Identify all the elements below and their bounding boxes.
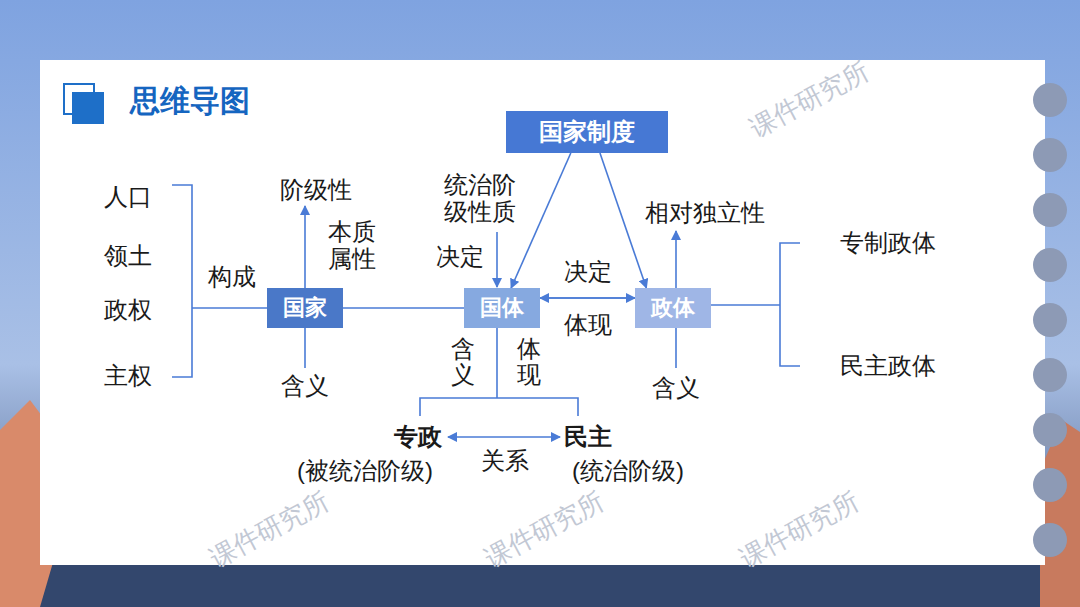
watermark: 课件研究所 — [736, 486, 865, 573]
annotation-label: (统治阶级) — [572, 457, 684, 485]
concept-box: 政体 — [635, 288, 711, 328]
edge-label: 体现 — [564, 311, 612, 339]
concept-box: 国家制度 — [506, 111, 668, 153]
arrow — [496, 232, 498, 287]
annotation-label: 民主政体 — [840, 352, 936, 380]
annotation-label: 专政 — [394, 423, 442, 451]
watermark: 课件研究所 — [481, 486, 610, 573]
bracket — [420, 398, 578, 416]
vertical-label: 含义 — [451, 336, 475, 389]
node-text: 国家 — [283, 295, 327, 320]
arrow — [675, 231, 677, 288]
watermark: 课件研究所 — [206, 486, 335, 573]
arrow — [448, 436, 560, 438]
leader-line — [675, 328, 677, 368]
annotation-label: 政权 — [104, 296, 152, 324]
annotation-label: 关系 — [481, 447, 529, 475]
annotation-label: 相对独立性 — [645, 199, 765, 227]
vertical-label: 体现 — [517, 336, 541, 389]
card — [40, 60, 1045, 565]
node-text: 国家制度 — [539, 118, 635, 146]
annotation-label: 专制政体 — [840, 229, 936, 257]
annotation-label: 统治阶 级性质 — [444, 171, 517, 226]
leader-line — [192, 307, 267, 309]
connector — [540, 297, 635, 299]
scallops — [1033, 83, 1067, 557]
connector — [511, 153, 571, 288]
arrow — [304, 206, 306, 288]
annotation-label: 含义 — [652, 374, 700, 402]
annotation-label: 含义 — [281, 372, 329, 400]
mountain-peak — [1040, 420, 1080, 607]
edge-label: 决定 — [564, 258, 612, 286]
leader-line — [496, 328, 498, 398]
connector — [343, 307, 464, 309]
watermark: 课件研究所 — [746, 56, 875, 143]
annotation-label: 决定 — [436, 243, 484, 271]
annotation-label: 本质 属性 — [328, 218, 376, 273]
annotation-label: 民主 — [564, 423, 612, 451]
annotation-label: 构成 — [208, 263, 256, 291]
annotation-label: 人口 — [104, 183, 152, 211]
annotation-label: 领土 — [104, 242, 152, 270]
annotation-label: 阶级性 — [280, 176, 352, 204]
bracket — [172, 185, 192, 377]
title: 思维导图 — [130, 84, 250, 119]
concept-box: 国家 — [267, 288, 343, 328]
concept-box: 国体 — [464, 288, 540, 328]
bracket — [780, 243, 800, 366]
annotation-label: (被统治阶级) — [297, 457, 433, 485]
connector — [540, 297, 635, 299]
node-text: 政体 — [651, 295, 695, 320]
node-text: 国体 — [480, 295, 524, 320]
leader-line — [711, 304, 780, 306]
title-icon — [72, 92, 104, 124]
leader-line — [304, 328, 306, 368]
annotation-label: 主权 — [104, 362, 152, 390]
